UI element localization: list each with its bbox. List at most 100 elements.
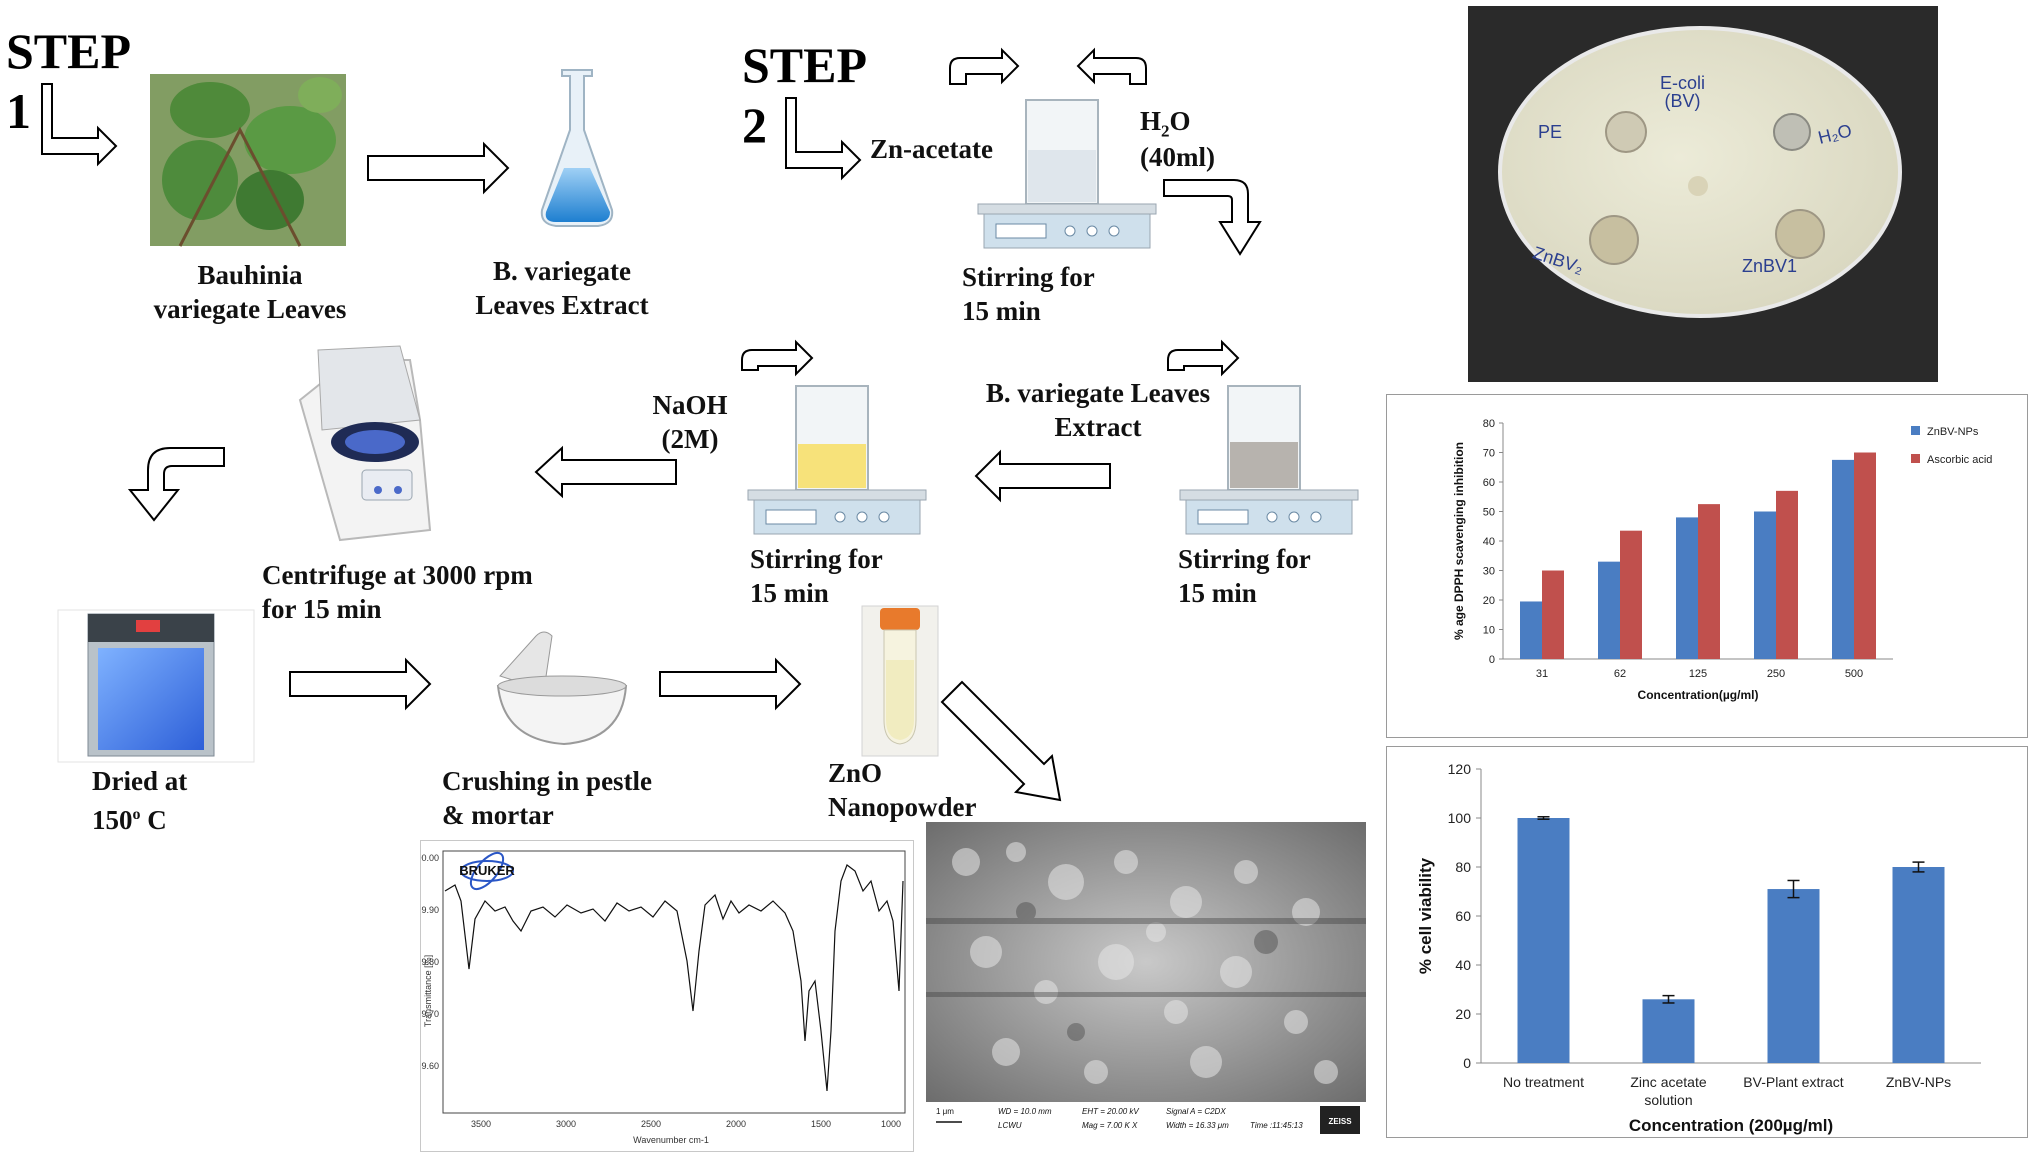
step-2-label: STEP bbox=[742, 37, 868, 93]
step-1-number: 1 bbox=[6, 83, 31, 139]
ftir-spectrum: 100.00 99.90 99.80 99.70 99.60 3500 3000… bbox=[411, 850, 906, 1145]
ftir-ytick-9970: 99.70 bbox=[421, 1009, 439, 1019]
viab-xtick-label: No treatment bbox=[1503, 1074, 1584, 1090]
zno-nanopowder-label: ZnO Nanopowder bbox=[828, 758, 977, 822]
plate-label-ecoli: E-coli(BV) bbox=[1660, 73, 1706, 111]
dpph-bar-znbv-nps bbox=[1754, 511, 1776, 659]
curved-arrow-1 bbox=[949, 47, 1020, 85]
centrifuge-label: Centrifuge at 3000 rpm for 15 min bbox=[262, 560, 533, 624]
dpph-ytick-label: 80 bbox=[1483, 418, 1495, 430]
dpph-y-axis-title: % age DPPH scavenging inhibition bbox=[1452, 442, 1466, 640]
dried-label-line2: 150o C bbox=[92, 805, 167, 835]
viab-xtick-label: solution bbox=[1644, 1092, 1692, 1108]
centrifuge bbox=[298, 345, 432, 542]
ftir-spectrum-panel: 100.00 99.90 99.80 99.70 99.60 3500 3000… bbox=[411, 840, 914, 1152]
stirrer-2 bbox=[747, 385, 927, 535]
dpph-bar-ascorbic-acid bbox=[1854, 452, 1876, 659]
plate-label-znbv1: ZnBV1 bbox=[1742, 256, 1798, 276]
arrow-stirrer3-to-stirrer2 bbox=[974, 449, 1111, 503]
oven bbox=[57, 609, 255, 763]
dried-label-line1: Dried at bbox=[92, 766, 188, 796]
zn-acetate-label: Zn-acetate bbox=[870, 134, 993, 164]
sem-signal: Signal A = C2DX bbox=[1166, 1107, 1226, 1116]
curved-arrow-2 bbox=[1076, 47, 1147, 85]
ftir-xlabel: Wavenumber cm-1 bbox=[633, 1135, 709, 1145]
dpph-bar-ascorbic-acid bbox=[1542, 570, 1564, 659]
viab-x-axis-title: Concentration (200µg/ml) bbox=[1629, 1116, 1833, 1135]
bv-extract-label: B. variegate Leaves Extract bbox=[985, 378, 1211, 442]
ftir-ytick-9960: 99.60 bbox=[421, 1061, 439, 1071]
naoh-label: NaOH (2M) bbox=[652, 390, 728, 454]
dpph-bar-ascorbic-acid bbox=[1776, 490, 1798, 659]
viab-ytick-label: 0 bbox=[1463, 1055, 1471, 1071]
dpph-bar-znbv-nps bbox=[1520, 601, 1542, 659]
stirring-2-label: Stirring for 15 min bbox=[750, 544, 883, 608]
dpph-bar-znbv-nps bbox=[1832, 459, 1854, 659]
arrow-zno-to-sem bbox=[940, 680, 1062, 802]
sem-image-panel: 1 μm WD = 10.0 mm LCWU EHT = 20.00 kV Ma… bbox=[926, 822, 1366, 1138]
dpph-legend-swatch bbox=[1911, 454, 1920, 463]
water-volume-label: (40ml) bbox=[1140, 142, 1215, 172]
extract-flask bbox=[540, 69, 614, 227]
zno-tube bbox=[861, 605, 939, 757]
viab-xtick-label: Zinc acetate bbox=[1630, 1074, 1706, 1090]
viab-bar bbox=[1642, 999, 1695, 1063]
ftir-xtick-1500: 1500 bbox=[811, 1119, 831, 1129]
ftir-ytick-9990: 99.90 bbox=[421, 905, 439, 915]
plate-label-pe: PE bbox=[1538, 122, 1563, 142]
step1-elbow-arrow bbox=[41, 83, 118, 167]
viab-xtick-label: ZnBV-NPs bbox=[1886, 1074, 1951, 1090]
bruker-logo: BRUKER bbox=[459, 863, 515, 878]
leaves-label: Bauhinia variegate Leaves bbox=[153, 260, 347, 324]
dpph-ytick-label: 20 bbox=[1483, 595, 1495, 607]
curved-arrow-4 bbox=[1167, 339, 1240, 377]
dpph-xtick-label: 250 bbox=[1767, 668, 1785, 680]
dpph-ytick-label: 30 bbox=[1483, 566, 1495, 578]
dpph-xtick-label: 62 bbox=[1614, 668, 1626, 680]
sem-width: Width = 16.33 μm bbox=[1166, 1121, 1229, 1130]
dpph-bar-znbv-nps bbox=[1676, 517, 1698, 659]
dpph-ytick-label: 40 bbox=[1483, 536, 1495, 548]
dpph-xtick-label: 31 bbox=[1536, 668, 1548, 680]
ftir-xtick-2000: 2000 bbox=[726, 1119, 746, 1129]
viab-ytick-label: 120 bbox=[1448, 761, 1472, 777]
arrow-oven-to-mortar bbox=[289, 657, 432, 711]
dpph-bar-znbv-nps bbox=[1598, 561, 1620, 659]
arrow-mortar-to-zno bbox=[659, 657, 802, 711]
mortar-pestle bbox=[496, 631, 628, 746]
step2-elbow-arrow bbox=[785, 97, 862, 181]
dpph-legend-swatch bbox=[1911, 426, 1920, 435]
arrow-leaves-to-extract bbox=[367, 141, 510, 195]
dpph-xtick-label: 125 bbox=[1689, 668, 1707, 680]
sem-image: 1 μm WD = 10.0 mm LCWU EHT = 20.00 kV Ma… bbox=[926, 822, 1366, 1138]
curved-arrow-3 bbox=[741, 339, 814, 377]
dpph-ytick-label: 50 bbox=[1483, 507, 1495, 519]
ftir-ytick-9980: 99.80 bbox=[421, 957, 439, 967]
viab-bar bbox=[1517, 818, 1570, 1063]
dpph-ytick-label: 70 bbox=[1483, 448, 1495, 460]
stirring-3-label: Stirring for 15 min bbox=[1178, 544, 1311, 608]
step-1-label: STEP bbox=[6, 23, 132, 79]
stirrer-1 bbox=[977, 99, 1157, 249]
arrow-stirrer2-to-centrifuge bbox=[534, 445, 677, 499]
viab-bar bbox=[1892, 867, 1945, 1063]
sem-mag: Mag = 7.00 K X bbox=[1082, 1121, 1138, 1130]
dpph-legend-label: Ascorbic acid bbox=[1927, 454, 1992, 466]
curved-arrow-down-right bbox=[1163, 179, 1262, 256]
stirring-1-label: Stirring for 15 min bbox=[962, 262, 1095, 326]
antibacterial-plate-photo bbox=[1468, 6, 1938, 382]
ftir-xtick-2500: 2500 bbox=[641, 1119, 661, 1129]
extract-label: B. variegate Leaves Extract bbox=[475, 256, 649, 320]
leaves-photo bbox=[150, 74, 346, 247]
dpph-bar-ascorbic-acid bbox=[1698, 504, 1720, 659]
viab-ytick-label: 100 bbox=[1448, 810, 1472, 826]
dpph-legend-label: ZnBV-NPs bbox=[1927, 426, 1979, 438]
step-2-number: 2 bbox=[742, 97, 767, 153]
sem-lab: LCWU bbox=[998, 1121, 1022, 1130]
viab-ytick-label: 20 bbox=[1455, 1006, 1471, 1022]
